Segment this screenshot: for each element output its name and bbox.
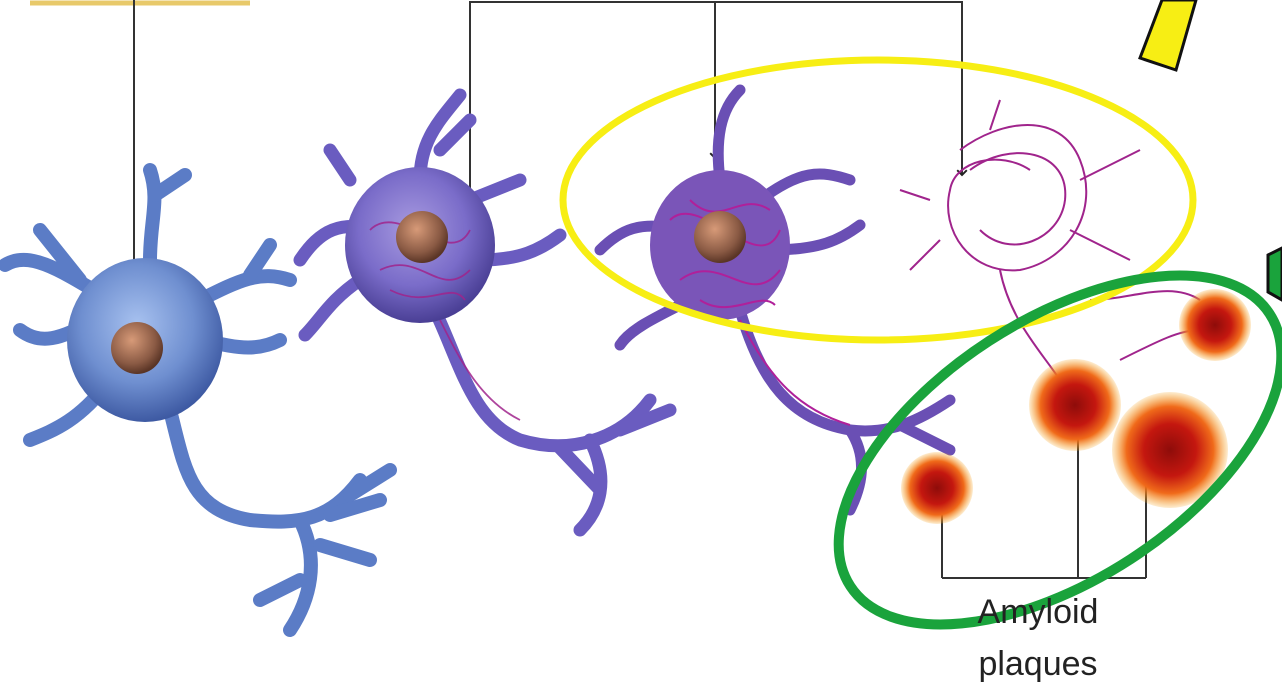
tangled-neuron-early — [300, 95, 670, 530]
yellow-arrow-icon — [1140, 0, 1196, 70]
amyloid-plaques — [901, 289, 1251, 524]
amyloid-label-line1: Amyloid — [918, 592, 1158, 632]
plaque — [901, 452, 973, 524]
yellow-highlight-ellipse — [563, 60, 1193, 340]
plaque — [1029, 359, 1121, 451]
healthy-neuron — [5, 170, 390, 630]
plaque — [1179, 289, 1251, 361]
green-pointer-icon — [1268, 248, 1282, 300]
amyloid-label-line2: plaques — [918, 644, 1158, 684]
